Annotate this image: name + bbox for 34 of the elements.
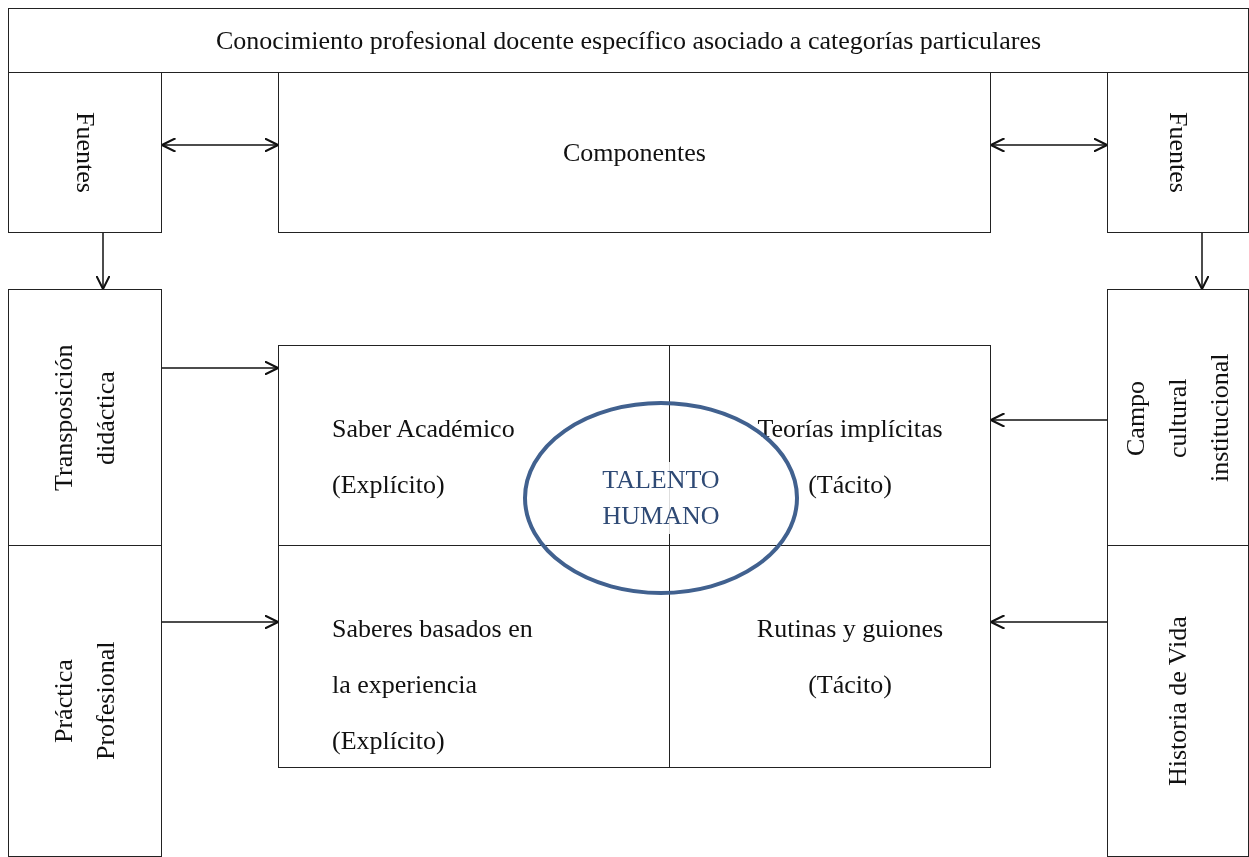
cell-heading: Saberes basados en la experiencia — [332, 613, 534, 701]
arrow — [990, 137, 1108, 153]
quadrant-cell — [278, 545, 670, 768]
arrow — [161, 360, 279, 376]
label-box — [1107, 545, 1249, 857]
cell-heading: Rutinas y guiones — [756, 613, 944, 645]
cell-note: (Tácito) — [808, 669, 892, 701]
label-box — [278, 72, 991, 233]
arrow — [1194, 232, 1210, 290]
cell-note: (Explícito) — [332, 725, 445, 757]
arrow — [95, 232, 111, 290]
arrow — [161, 137, 279, 153]
cell-note: (Tácito) — [808, 469, 892, 501]
arrow — [990, 614, 1108, 630]
box-label: Fuentes — [70, 112, 100, 193]
label-box — [1107, 289, 1249, 546]
quadrant-cell — [669, 545, 991, 768]
box-label: Fuentes — [1163, 112, 1193, 193]
label-box — [8, 289, 162, 546]
arrow — [161, 614, 279, 630]
box-label: Transposición didáctica — [48, 343, 121, 493]
title-box — [8, 8, 1249, 73]
box-label: Práctica Profesional — [48, 640, 121, 763]
box-label: Historia de Vida — [1162, 615, 1193, 788]
title-text: Conocimiento profesional docente específico asociado a categorías particulares — [215, 25, 1042, 56]
cell-note: (Explícito) — [332, 469, 445, 501]
box-label: Componentes — [563, 137, 706, 168]
cell-heading: Saber Académico — [332, 413, 516, 445]
label-box — [8, 545, 162, 857]
cell-heading: Teorías implícitas — [757, 413, 943, 445]
label-box — [8, 72, 162, 233]
box-label: Campo cultural institucional — [1120, 352, 1235, 484]
arrow — [990, 412, 1108, 428]
label-box — [1107, 72, 1249, 233]
